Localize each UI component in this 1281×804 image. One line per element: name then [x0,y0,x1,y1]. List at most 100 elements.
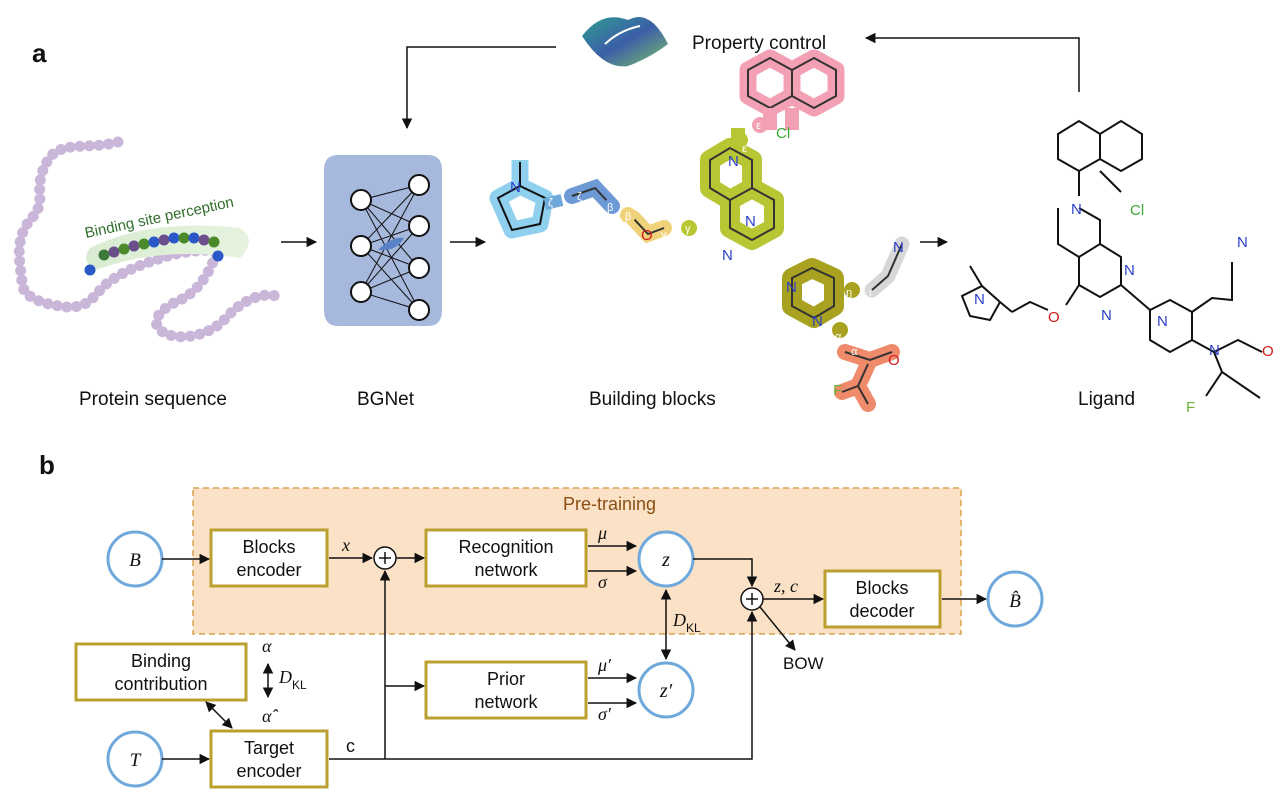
svg-text:ζ: ζ [577,191,582,203]
svg-text:Target: Target [244,738,294,758]
svg-text:α: α [262,636,272,656]
svg-text:O: O [641,227,653,244]
panel-b-label: b [39,450,55,480]
node-z: z [637,530,695,588]
svg-text:N: N [510,179,521,196]
svg-text:α: α [851,346,858,358]
svg-text:N: N [1157,313,1168,330]
blocks-decoder-box: Blocks decoder [823,569,942,629]
svg-text:KL: KL [686,621,701,635]
svg-text:ζ: ζ [548,197,553,209]
sum-node-2 [740,587,764,611]
svg-text:γ: γ [661,229,667,241]
building-block-atom-labels: N N N N N N N O O Cl F [510,125,904,399]
svg-text:c: c [346,736,355,756]
property-to-bgnet-arrow [401,46,556,130]
svg-text:σ: σ [598,572,608,592]
svg-text:Binding: Binding [131,651,191,671]
target-encoder-box: Target encoder [209,729,329,789]
svg-text:KL: KL [292,678,307,692]
svg-text:γ: γ [685,223,691,235]
recognition-network-box: Recognition network [424,528,588,588]
svg-text:Prior: Prior [487,669,525,689]
bgnet-label: BGNet [357,389,415,410]
panel-a-label: a [32,38,47,68]
pretraining-label: Pre-training [563,494,656,514]
ligand-label: Ligand [1078,389,1135,410]
svg-text:encoder: encoder [236,560,301,580]
svg-text:z′: z′ [659,680,673,702]
node-B-hat: B̂ [986,570,1044,628]
svg-text:Blocks: Blocks [242,537,295,557]
svg-text:N: N [1209,342,1220,359]
svg-text:O: O [888,352,900,369]
svg-text:encoder: encoder [236,761,301,781]
svg-text:BOW: BOW [783,654,824,673]
svg-text:N: N [1101,307,1112,324]
prior-network-box: Prior network [424,660,588,720]
ligand-structure [960,119,1263,399]
svg-text:T: T [130,750,142,771]
node-z-prime: z′ [637,661,695,719]
panel-b-edges [162,540,988,765]
svg-text:N: N [745,213,756,230]
svg-text:N: N [893,239,904,256]
svg-text:δ: δ [775,265,781,277]
svg-text:x: x [341,535,350,555]
svg-text:D: D [672,610,686,630]
svg-text:β: β [607,202,613,214]
svg-text:Recognition: Recognition [458,537,553,557]
svg-text:Cl: Cl [1130,202,1144,219]
svg-text:ε: ε [756,120,761,132]
svg-text:network: network [474,692,538,712]
svg-text:β: β [625,211,631,223]
svg-text:ε: ε [742,143,747,155]
svg-text:N: N [1071,201,1082,218]
ligand-to-property-arrow [864,32,1080,92]
bgnet-neurons [350,174,430,321]
svg-text:η: η [846,287,852,299]
svg-text:O: O [1262,343,1274,360]
svg-text:F: F [1186,399,1195,416]
svg-text:δ: δ [758,250,764,262]
svg-text:decoder: decoder [849,601,914,621]
svg-text:N: N [1124,262,1135,279]
svg-text:α̂: α̂ [262,706,278,726]
svg-text:ι: ι [869,287,872,299]
svg-text:F: F [833,382,842,399]
svg-text:B̂: B̂ [1009,591,1021,612]
blocks-encoder-box: Blocks encoder [209,528,329,588]
panel-b-edge-labels: x μ σ μ′ σ′ z, c c BOW D KL D KL α α̂ [262,523,824,756]
svg-text:contribution: contribution [114,674,207,694]
property-control-label: Property control [692,33,826,54]
svg-text:N: N [786,279,797,296]
sum-node-1 [373,546,397,570]
svg-text:N: N [974,291,985,308]
svg-text:μ: μ [597,523,607,543]
node-B: B [106,530,164,588]
svg-text:network: network [474,560,538,580]
svg-text:z, c: z, c [773,576,798,596]
binding-site-beads [84,232,224,276]
node-T: T [106,730,164,788]
bgnet-leaf-icon [378,237,404,251]
svg-text:α: α [835,331,842,343]
building-block-greek-labels: ε ε ζ ζ β β γ γ δ δ η α α ι [548,120,872,358]
svg-text:Blocks: Blocks [855,578,908,598]
svg-text:μ′: μ′ [597,655,612,675]
svg-text:D: D [278,667,292,687]
svg-text:N: N [1237,234,1248,251]
svg-text:N: N [722,247,733,264]
protein-sequence-label: Protein sequence [79,389,227,410]
svg-text:Cl: Cl [776,125,790,142]
building-blocks-molecule [489,49,910,412]
svg-text:z: z [661,549,670,571]
svg-text:N: N [728,153,739,170]
svg-text:σ′: σ′ [598,704,612,724]
protein-sequence-beads [13,136,282,343]
binding-contribution-box: Binding contribution [74,642,248,702]
building-blocks-label: Building blocks [589,389,716,410]
property-control-surface-icon [582,17,668,67]
svg-text:O: O [1048,309,1060,326]
